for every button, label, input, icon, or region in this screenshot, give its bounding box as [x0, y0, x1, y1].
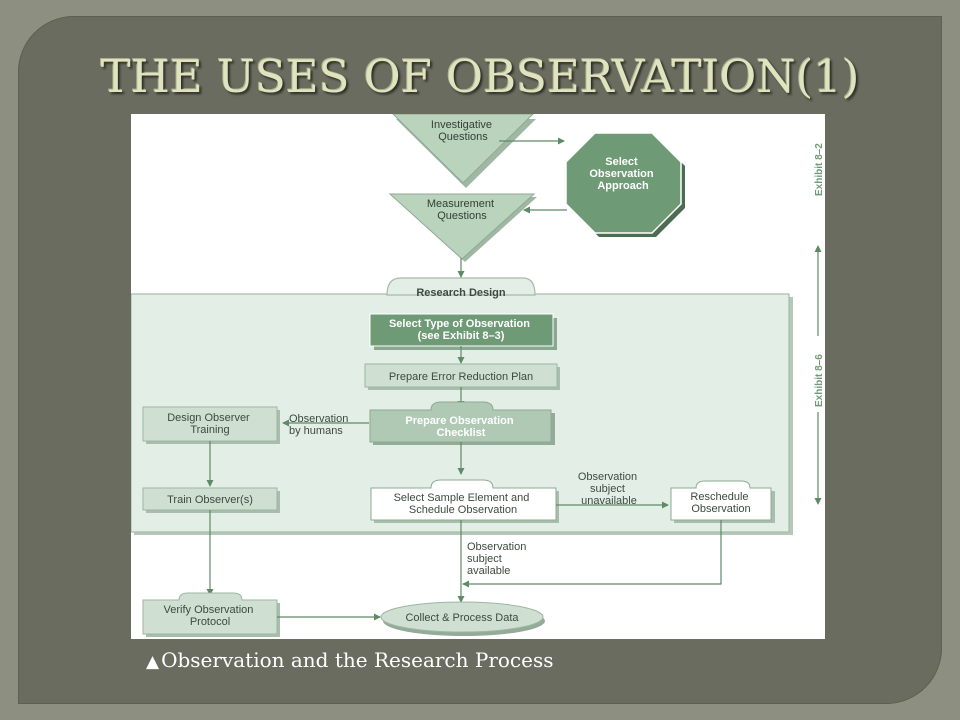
select-observation-approach-octagon	[565, 132, 682, 234]
slide-title: THE USES OF OBSERVATION(1)	[100, 50, 860, 103]
figure-caption: ▲Observation and the Research Process	[146, 648, 554, 672]
collect-process-data-label: Collect & Process Data	[405, 612, 519, 624]
flowchart-figure: Research Design Investigative Questions …	[131, 114, 825, 639]
verify-protocol-box	[142, 592, 278, 635]
arrow-reschedule-loop	[462, 520, 722, 588]
error-reduction-plan-label: Prepare Error Reduction Plan	[389, 371, 533, 383]
measurement-questions-label: Measurement Questions	[427, 198, 497, 222]
select-observation-approach-label: Select Observation Approach	[589, 156, 656, 192]
triangle-bullet-icon: ▲	[146, 652, 160, 672]
select-sample-label: Select Sample Element and Schedule Obser…	[394, 492, 533, 516]
investigative-questions-label: Investigative Questions	[431, 119, 495, 143]
observation-by-humans-label: Observation by humans	[289, 413, 351, 437]
measurement-questions-triangle	[388, 193, 536, 260]
exhibit-8-2-label: Exhibit 8–2	[814, 143, 825, 196]
design-observer-training-label: Design Observer Training	[167, 412, 253, 436]
reschedule-observation-box	[670, 480, 772, 521]
select-type-label: Select Type of Observation (see Exhibit …	[389, 318, 533, 342]
select-sample-box	[370, 479, 557, 521]
caption-text: Observation and the Research Process	[161, 648, 554, 672]
exhibit-8-6-label: Exhibit 8–6	[814, 354, 825, 407]
verify-protocol-label: Verify Observation Protocol	[164, 604, 257, 628]
research-design-label: Research Design	[416, 287, 506, 299]
train-observers-label: Train Observer(s)	[167, 494, 253, 506]
investigative-questions-triangle	[392, 114, 534, 184]
subject-available-label: Observation subject available	[467, 541, 529, 577]
observation-checklist-box	[369, 401, 552, 443]
collect-process-data-ellipse	[380, 601, 544, 633]
research-design-tab	[386, 277, 536, 296]
subject-unavailable-label: Observation subject unavailable	[578, 471, 640, 507]
reschedule-observation-label: Reschedule Observation	[690, 491, 751, 515]
design-observer-training-box	[142, 406, 278, 442]
observation-checklist-label: Prepare Observation Checklist	[405, 415, 516, 439]
